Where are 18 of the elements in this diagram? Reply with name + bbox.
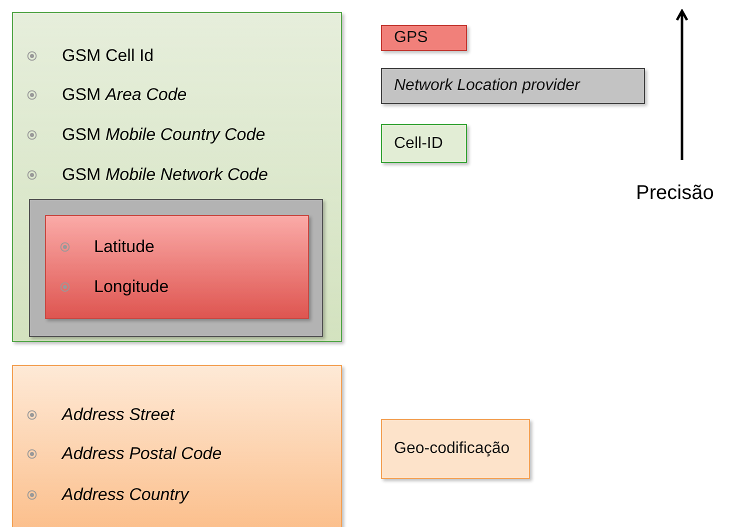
list-item: Address Postal Code — [62, 443, 222, 465]
panel — [45, 215, 309, 319]
method-box: Geo-codificação — [381, 419, 530, 479]
list-item: Longitude — [94, 276, 169, 298]
panel — [12, 12, 342, 342]
list-item: Latitude — [94, 236, 154, 258]
method-box: GPS — [381, 25, 467, 51]
list-item: Address Street — [62, 404, 174, 426]
list-item: Address Country — [62, 484, 189, 506]
inner-panel — [29, 199, 323, 337]
method-box: Cell-ID — [381, 124, 467, 163]
list-item: GSM Mobile Network Code — [62, 164, 268, 186]
panel — [12, 365, 342, 527]
list-item: GSM Area Code — [62, 84, 187, 106]
list-item: GSM Mobile Country Code — [62, 124, 266, 146]
axis-label: Precisão — [636, 182, 714, 205]
list-item: GSM Cell Id — [62, 45, 154, 67]
method-box: Network Location provider — [381, 68, 645, 104]
